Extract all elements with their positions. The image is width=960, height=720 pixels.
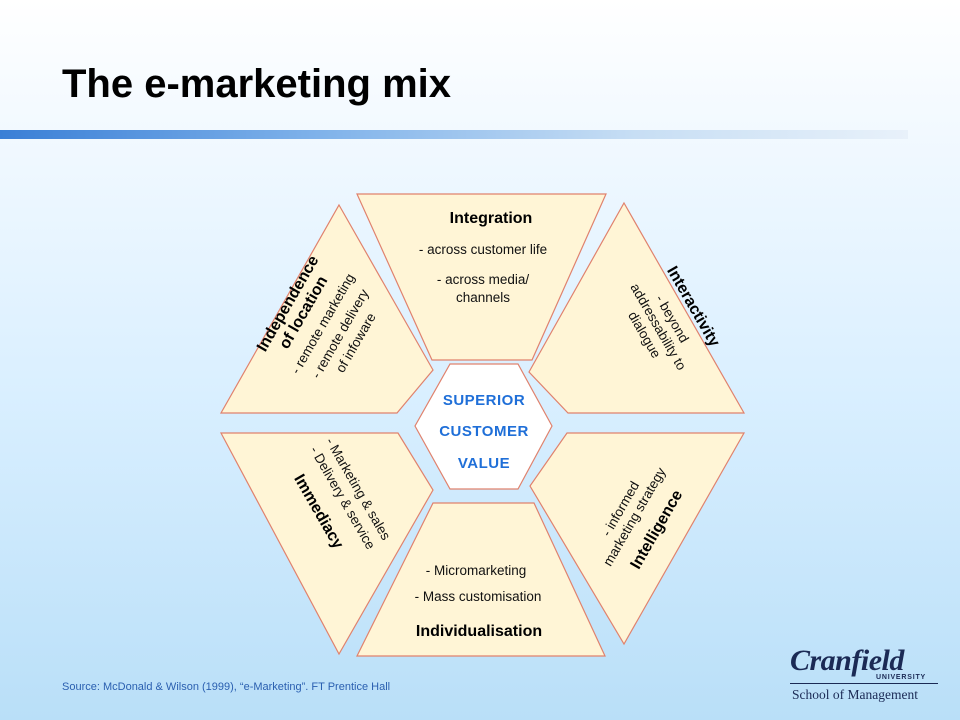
center-hexagon: SUPERIOR CUSTOMER VALUE (414, 363, 553, 490)
individualisation-heading: Individualisation (416, 623, 542, 640)
segment-independence: Independence of location - remote market… (219, 203, 434, 414)
segment-immediacy: - Marketing & sales - Delivery & service… (219, 432, 434, 656)
cranfield-logo: Cranfield UNIVERSITY School of Managemen… (790, 644, 940, 708)
integration-item-3: channels (456, 290, 510, 305)
integration-item-1: - across customer life (419, 242, 547, 257)
integration-item-2: - across media/ (437, 272, 530, 287)
segment-integration: Integration - across customer life - acr… (356, 193, 607, 361)
segment-individualisation: - Micromarketing - Mass customisation In… (356, 502, 606, 657)
logo-divider (790, 683, 938, 684)
integration-heading: Integration (450, 210, 533, 227)
logo-university: UNIVERSITY (876, 674, 927, 681)
individualisation-item-2: - Mass customisation (415, 589, 542, 604)
center-line-2: CUSTOMER (439, 423, 529, 440)
slide-title: The e-marketing mix (62, 62, 452, 106)
segment-interactivity: Interactivity - beyond addressability to… (528, 201, 746, 414)
individualisation-item-1: - Micromarketing (426, 563, 527, 578)
logo-school: School of Management (792, 687, 918, 702)
source-citation: Source: McDonald & Wilson (1999), “e-Mar… (62, 681, 391, 693)
segment-intelligence: - informed marketing strategy Intelligen… (529, 432, 746, 646)
logo-name: Cranfield (790, 644, 904, 677)
center-line-3: VALUE (458, 455, 510, 472)
title-underline-bar (0, 130, 908, 139)
center-line-1: SUPERIOR (443, 392, 525, 409)
